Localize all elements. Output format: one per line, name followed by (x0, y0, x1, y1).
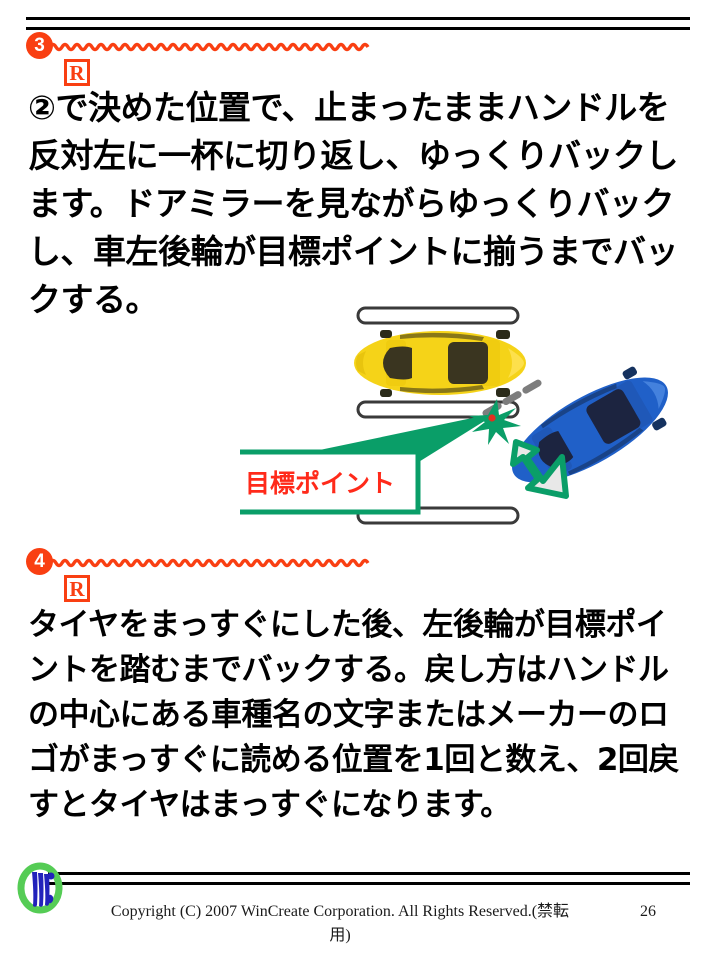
target-point-callout-label: 目標ポイント (245, 469, 395, 498)
target-point-callout (240, 415, 489, 515)
copyright-notice: Copyright (C) 2007 WinCreate Corporation… (110, 900, 570, 948)
parked-yellow-car-icon (354, 330, 526, 397)
step-4-reverse-gear-icon: R (64, 575, 90, 602)
step-4-number-badge: 4 (26, 548, 53, 575)
parking-maneuver-diagram: 目標ポイント (240, 306, 668, 525)
copyright-line-1: Copyright (C) 2007 WinCreate Corporation… (110, 903, 465, 920)
copyright-line-2: Reserved.(禁転用) (329, 903, 570, 944)
step-3-instruction-text: ②で決めた位置で、止まったままハンドルを反対左に一杯に切り返し、ゆっくりバックし… (28, 88, 679, 319)
reverse-direction-arrow-icon (510, 439, 569, 499)
step-3-squiggle-line (50, 42, 370, 52)
page-number: 26 (640, 903, 656, 920)
step-3-number-badge: 3 (26, 32, 53, 59)
bottom-divider-rule (48, 872, 690, 885)
top-divider-rule (26, 17, 690, 30)
step-4-squiggle-line (50, 558, 370, 568)
target-point-star-icon (469, 399, 521, 445)
step-3-reverse-gear-icon: R (64, 59, 90, 86)
wincreate-logo (17, 862, 63, 914)
reversing-blue-car-icon (512, 366, 668, 483)
step-4-instruction-text: タイヤをまっすぐにした後、左後輪が目標ポイントを踏むまでバックする。戻し方はハン… (28, 607, 679, 823)
